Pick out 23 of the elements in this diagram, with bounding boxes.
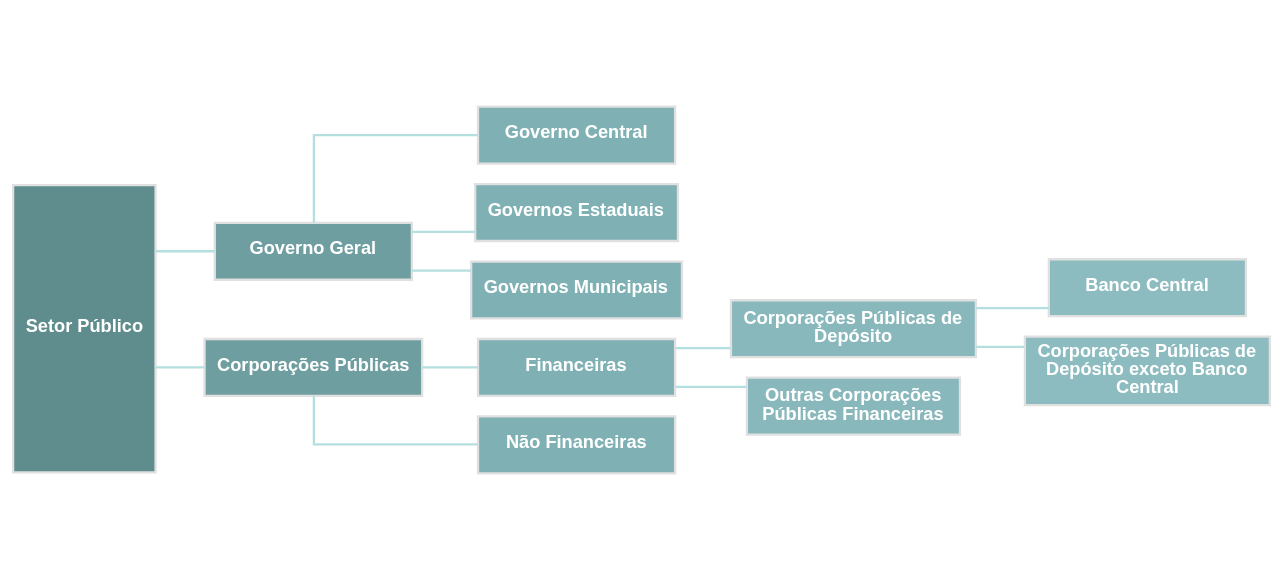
- connector: [675, 385, 747, 388]
- connector: [412, 269, 472, 272]
- connector: [422, 366, 478, 369]
- connector: [155, 250, 215, 253]
- node-box: Não Financeiras: [476, 415, 677, 475]
- connector: [975, 307, 1049, 310]
- connector: [312, 396, 478, 446]
- connector: [412, 230, 476, 234]
- node-box: Financeiras: [476, 337, 677, 398]
- node-box: Banco Central: [1047, 258, 1248, 318]
- connector: [155, 366, 205, 369]
- node-box: Corporações Públicas de Depósito: [729, 299, 978, 359]
- node-box: Governos Municipais: [470, 260, 684, 320]
- node-box: Corporações Públicas de Depósito exceto Banco Central: [1023, 335, 1272, 407]
- node-box: Corporações Públicas: [203, 337, 424, 398]
- connector: [675, 346, 731, 350]
- connector: [312, 133, 478, 223]
- connector: [975, 345, 1025, 349]
- node-box: Setor Público: [11, 184, 157, 474]
- node-box: Governo Geral: [213, 221, 414, 281]
- node-box: Outras Corporações Públicas Financeiras: [745, 376, 962, 436]
- node-box: Governos Estaduais: [474, 182, 680, 243]
- node-box: Governo Central: [476, 105, 677, 165]
